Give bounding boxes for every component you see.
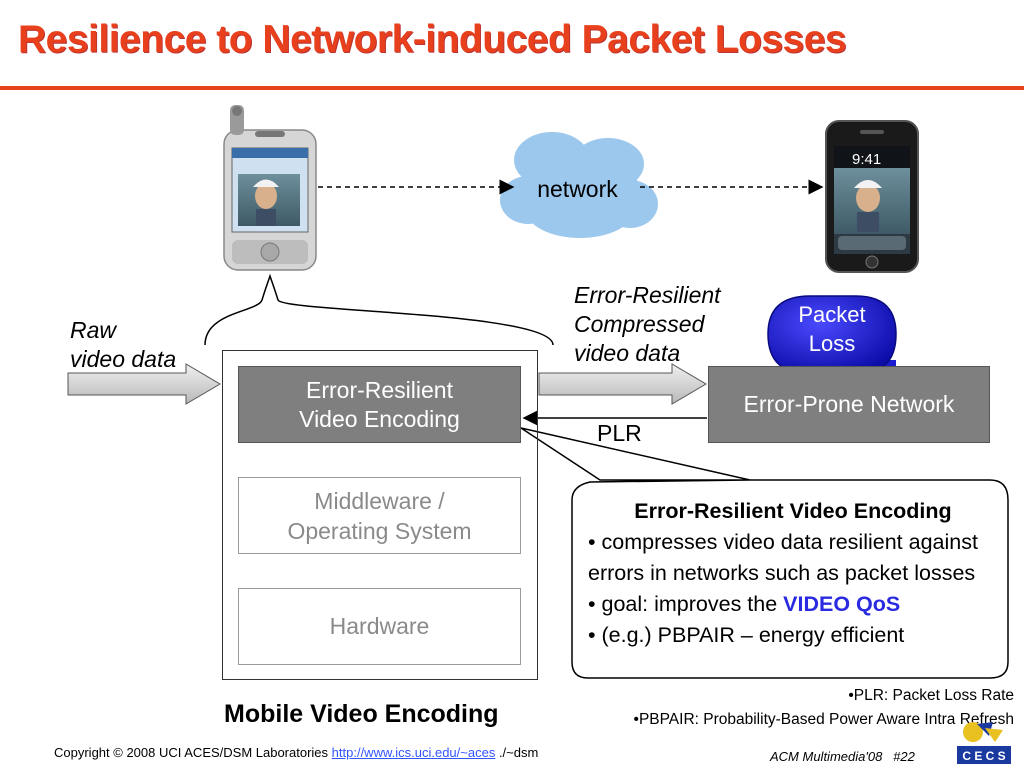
footnotes: •PLR: Packet Loss Rate •PBPAIR: Probabil… — [560, 684, 1014, 732]
callout-bullet-1: • compresses video data resilient agains… — [588, 530, 978, 585]
compressed-video-label: Error-Resilient Compressed video data — [574, 281, 721, 368]
packet-loss-line2: Loss — [808, 331, 856, 356]
conference-footer: ACM Multimedia'08 #22 — [770, 749, 915, 764]
video-qos-highlight: VIDEO QoS — [783, 592, 901, 616]
raw-video-label: Raw video data — [70, 316, 176, 374]
footnote-plr: •PLR: Packet Loss Rate — [848, 687, 1014, 704]
mobile-device-frame — [222, 350, 538, 680]
smartphone-clock: 9:41 — [852, 151, 881, 168]
raw-video-arrow — [67, 363, 221, 405]
middleware-box-line1: Middleware / — [314, 487, 445, 514]
hardware-box: Hardware — [238, 588, 521, 665]
encoding-box-line1: Error-Resilient — [306, 376, 453, 403]
aces-link[interactable]: http://www.ics.uci.edu/~aces — [331, 745, 496, 760]
compressed-label-line3: video data — [574, 340, 681, 366]
copyright-suffix: ./~dsm — [495, 745, 539, 760]
copyright-prefix: Copyright © 2008 UCI ACES/DSM Laboratori… — [54, 745, 332, 760]
title-underline — [0, 86, 1024, 90]
slide-title: Resilience to Network-induced Packet Los… — [18, 18, 847, 61]
callout-content: Error-Resilient Video Encoding • compres… — [588, 496, 998, 651]
callout-bullet-2: • goal: improves the VIDEO QoS — [588, 589, 998, 620]
middleware-box-line2: Operating System — [287, 517, 472, 544]
middleware-box: Middleware / Operating System — [238, 477, 521, 554]
device-brace — [204, 273, 554, 346]
encoding-box: Error-Resilient Video Encoding — [238, 366, 521, 443]
callout-bullet-3: • (e.g.) PBPAIR – energy efficient — [588, 623, 905, 647]
cloud-label: network — [537, 176, 618, 202]
compressed-video-arrow — [538, 363, 707, 405]
cecs-logo: C E C S — [957, 722, 1011, 764]
callout-title: Error-Resilient Video Encoding — [634, 499, 952, 523]
encoding-box-line2: Video Encoding — [299, 405, 460, 432]
packet-loss-line1: Packet — [798, 302, 866, 327]
raw-label-line1: Raw — [70, 317, 117, 343]
conference-name: ACM Multimedia'08 — [770, 749, 883, 764]
callout-bullet-2-prefix: • goal: improves the — [588, 592, 784, 616]
copyright-footer: Copyright © 2008 UCI ACES/DSM Laboratori… — [54, 745, 538, 760]
mobile-video-encoding-label: Mobile Video Encoding — [224, 700, 499, 728]
slide-number: #22 — [893, 749, 915, 764]
plr-label: PLR — [597, 420, 642, 446]
footnote-pbpair: •PBPAIR: Probability-Based Power Aware I… — [633, 711, 1014, 728]
packet-loss-label: Packet Loss — [768, 300, 896, 358]
compressed-label-line1: Error-Resilient — [574, 282, 721, 308]
callout-bubble — [520, 427, 1009, 679]
error-prone-network-box: Error-Prone Network — [708, 366, 990, 443]
smartphone-icon — [825, 120, 919, 273]
compressed-label-line2: Compressed — [574, 311, 705, 337]
cecs-logo-text: C E C S — [962, 749, 1005, 763]
raw-label-line2: video data — [70, 346, 177, 372]
pda-phone-icon — [223, 105, 317, 271]
